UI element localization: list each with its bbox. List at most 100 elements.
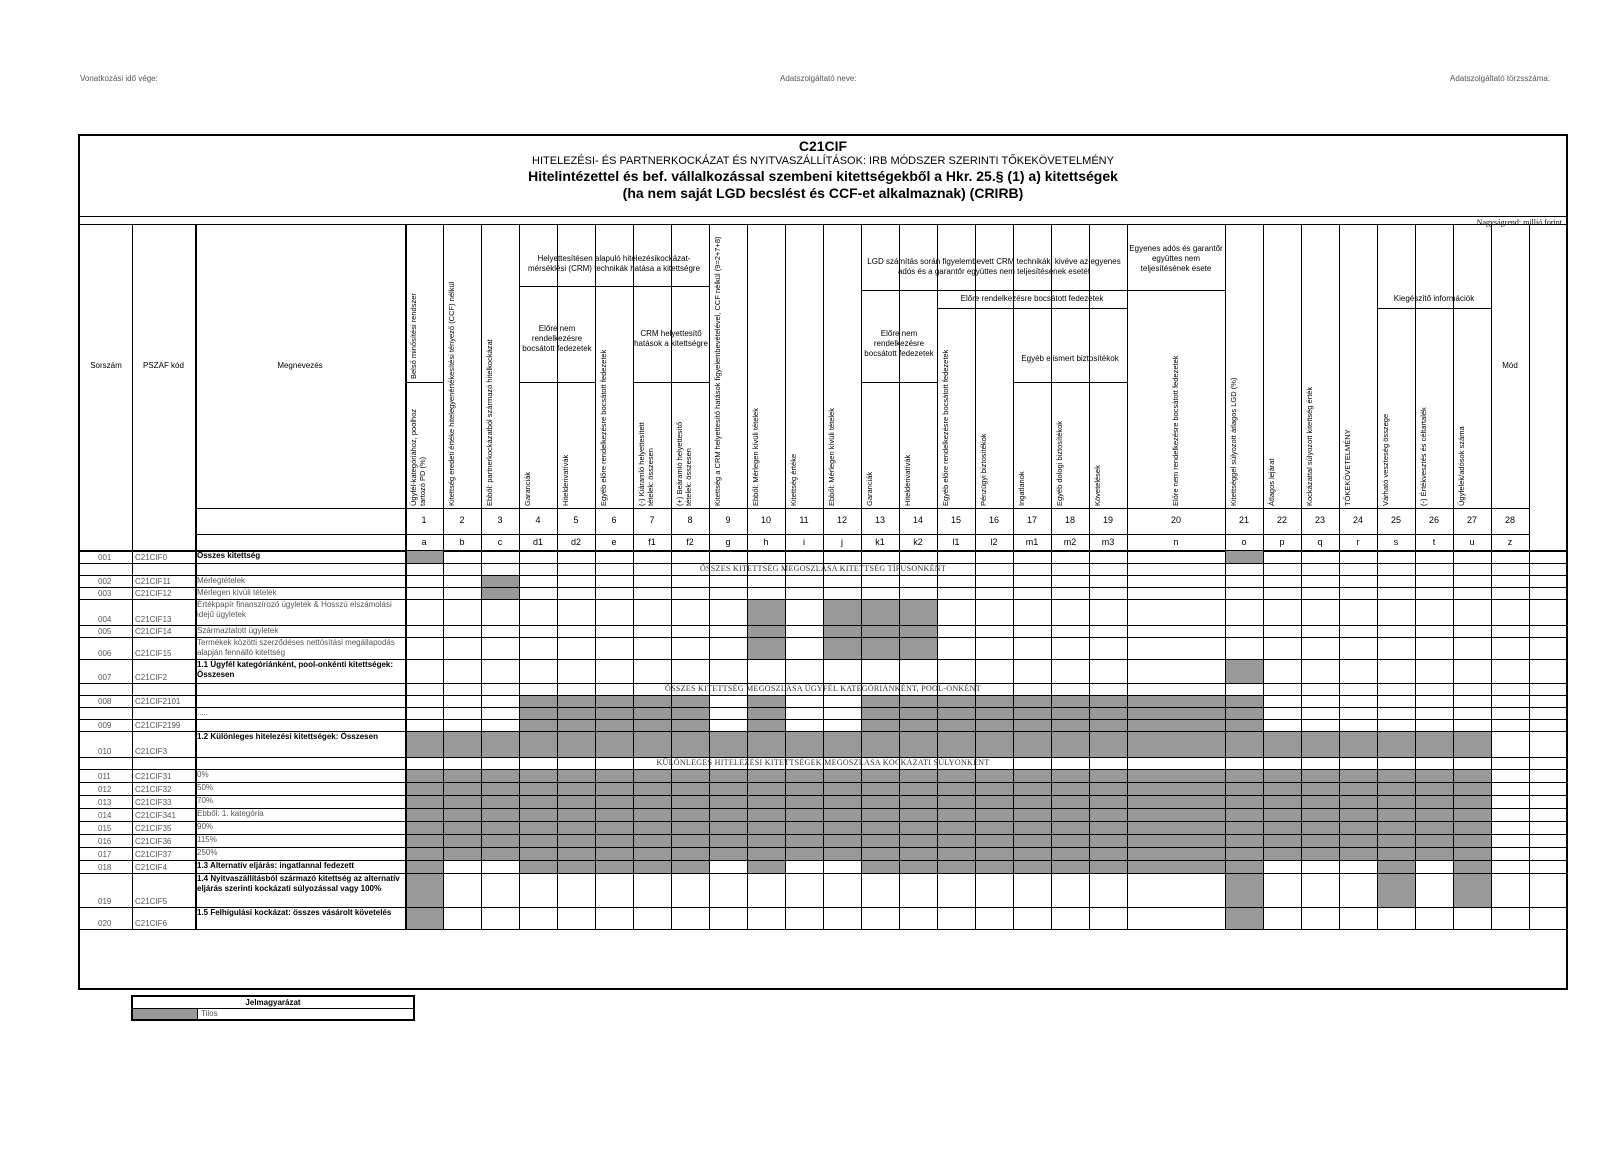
forbidden-cell — [1454, 874, 1491, 907]
row-number: 019 — [98, 897, 112, 906]
row-label: 1.2 Különleges hitelezési kitettségek: Ö… — [197, 732, 378, 741]
forbidden-cell — [1128, 861, 1225, 873]
forbidden-cell — [558, 835, 595, 847]
col-letter: e — [611, 537, 617, 547]
forbidden-cell — [900, 796, 937, 808]
row-number: 010 — [98, 747, 112, 756]
forbidden-cell — [1264, 835, 1301, 847]
forbidden-cell — [710, 770, 747, 782]
forbidden-cell — [748, 708, 785, 719]
forbidden-cell — [1014, 720, 1051, 731]
forbidden-cell — [482, 770, 519, 782]
forbidden-cell — [596, 835, 633, 847]
forbidden-cell — [900, 809, 937, 821]
col-number: 21 — [1238, 515, 1249, 525]
row-number: 018 — [98, 863, 112, 872]
col-letter: a — [421, 537, 427, 547]
forbidden-cell — [406, 835, 443, 847]
col-header-col17: Ingatlanok — [1017, 471, 1026, 506]
col-header-col1: Ügyfél-kategóriához, poolhoz tartozó PD … — [409, 408, 427, 506]
forbidden-cell — [1014, 783, 1051, 795]
forbidden-cell — [1226, 660, 1263, 683]
row-number: 008 — [98, 697, 112, 706]
forbidden-cell — [1052, 835, 1089, 847]
forbidden-cell — [1052, 720, 1089, 731]
col-letter: l2 — [990, 537, 998, 547]
row-code: C21CIF35 — [135, 824, 172, 833]
forbidden-cell — [1052, 796, 1089, 808]
forbidden-cell — [444, 848, 481, 860]
row-code: C21CIF31 — [135, 772, 172, 781]
forbidden-cell — [1090, 708, 1127, 719]
unit-label: Nagyságrend: millió forint — [1476, 218, 1562, 227]
forbidden-cell — [1014, 732, 1051, 757]
row-code: C21CIF33 — [135, 798, 172, 807]
col-number: 14 — [912, 515, 923, 525]
forbidden-cell — [900, 732, 937, 757]
row-number: 009 — [98, 721, 112, 730]
forbidden-cell — [1416, 770, 1453, 782]
col-header-col12: Ebből: Mérlegen kívüli tételek — [827, 408, 836, 506]
forbidden-cell — [482, 835, 519, 847]
forbidden-cell — [406, 770, 443, 782]
col-number: 4 — [535, 515, 541, 525]
forbidden-cell — [710, 848, 747, 860]
forbidden-cell — [938, 796, 975, 808]
forbidden-cell — [748, 626, 785, 637]
col-letter: p — [1279, 537, 1285, 547]
header-grp_unfunded: Előre nem rendelkezésre bocsátott fedeze… — [522, 324, 592, 353]
col-header-col14: Hitelderivatívák — [903, 454, 912, 506]
forbidden-cell — [1128, 720, 1225, 731]
forbidden-cell — [1378, 848, 1415, 860]
forbidden-cell — [634, 732, 671, 757]
forbidden-cell — [1302, 848, 1339, 860]
forbidden-cell — [1416, 848, 1453, 860]
header-grp_crm: Helyettesítésen alapuló hitelezésikockáz… — [527, 254, 701, 273]
col-letter: m3 — [1101, 537, 1115, 547]
col-number: 10 — [760, 515, 771, 525]
forbidden-cell — [1014, 809, 1051, 821]
row-label: 1.4 Nyitvaszállításból származó kitettsé… — [197, 874, 400, 893]
forbidden-cell — [520, 696, 557, 707]
forbidden-cell — [672, 822, 709, 834]
col-header-col3: Ebből: partnerkockázatból származó hitel… — [485, 339, 494, 506]
forbidden-cell — [1454, 822, 1491, 834]
forbidden-cell — [786, 809, 823, 821]
forbidden-cell — [558, 861, 595, 873]
forbidden-cell — [1226, 874, 1263, 907]
forbidden-cell — [558, 822, 595, 834]
forbidden-cell — [634, 861, 671, 873]
forbidden-cell — [786, 822, 823, 834]
col-letter: b — [459, 537, 465, 547]
forbidden-cell — [520, 796, 557, 808]
forbidden-cell — [748, 861, 785, 873]
row-code: C21CIF36 — [135, 837, 172, 846]
row-label: Származtatott ügyletek — [197, 626, 279, 635]
forbidden-cell — [1128, 809, 1225, 821]
forbidden-cell — [938, 708, 975, 719]
col-header-col20: Előre nem rendelkezésre bocsátott fedeze… — [1171, 355, 1180, 506]
col-header-col2: Kitettség eredeti értéke hitelegyenérték… — [447, 281, 456, 506]
forbidden-cell — [710, 809, 747, 821]
forbidden-cell — [1226, 551, 1263, 563]
col-header-col7: (-) Kiáramló helyettesített tételek: öss… — [637, 422, 655, 506]
forbidden-cell — [1052, 770, 1089, 782]
row-number: 007 — [98, 673, 112, 682]
forbidden-cell — [748, 638, 785, 659]
forbidden-cell — [862, 848, 899, 860]
forbidden-cell — [1128, 796, 1225, 808]
forbidden-cell — [1454, 861, 1491, 873]
forbidden-cell — [1090, 770, 1127, 782]
forbidden-cell — [1264, 796, 1301, 808]
col-letter: o — [1241, 537, 1247, 547]
forbidden-cell — [1454, 848, 1491, 860]
title-block: C21CIF HITELEZÉSI- ÉS PARTNERKOCKÁZAT ÉS… — [80, 136, 1566, 218]
forbidden-cell — [1378, 783, 1415, 795]
forbidden-cell — [558, 796, 595, 808]
forbidden-cell — [824, 732, 861, 757]
row-code: C21CIF12 — [135, 589, 172, 598]
legend-text: Tilos — [201, 1009, 218, 1018]
forbidden-cell — [1052, 848, 1089, 860]
forbidden-cell — [482, 796, 519, 808]
forbidden-cell — [976, 822, 1013, 834]
